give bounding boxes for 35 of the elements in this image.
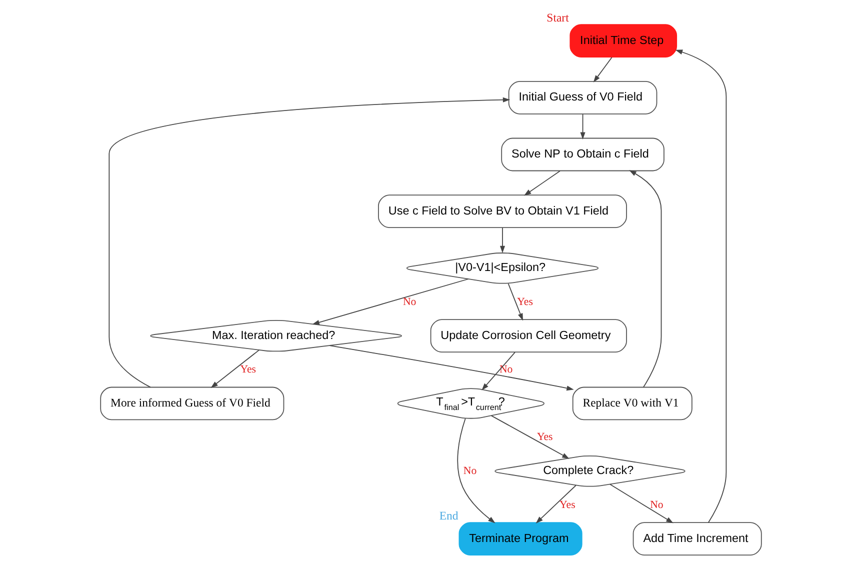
arrow: [580, 114, 586, 140]
edge-label: Yes: [240, 363, 256, 376]
edge-label: Yes: [517, 296, 533, 308]
edge-label: No: [463, 464, 477, 477]
edge-label: No: [650, 498, 664, 511]
node-box: Add Time Increment: [632, 522, 762, 556]
node-label: Start: [546, 11, 569, 24]
node-label: End: [439, 509, 458, 522]
arrow: [457, 418, 496, 524]
arrow: [500, 227, 506, 254]
node-box: Terminate Program: [458, 522, 582, 556]
edge-label: Yes: [560, 498, 576, 511]
arrow: [490, 415, 570, 459]
arrow: [629, 170, 662, 388]
node-box: Update Corrosion Cell Geometry: [430, 319, 627, 352]
node-box: Replace V0 with V1: [572, 386, 692, 420]
edge-label: No: [499, 363, 513, 376]
arrow: [312, 278, 469, 325]
arrow: [508, 283, 523, 321]
arrow: [329, 345, 574, 391]
arrow: [210, 350, 260, 388]
arrow: [482, 352, 516, 390]
node-box: Solve NP to Obtain c Field: [501, 138, 664, 172]
arrow: [609, 484, 674, 524]
edge-label: Yes: [537, 431, 553, 444]
node-box: Initial Guess of V0 Field: [508, 80, 658, 114]
edge-label: No: [402, 296, 416, 308]
arrow: [524, 170, 560, 196]
node-box: More informed Guess of V0 Field: [100, 386, 284, 420]
arrow: [675, 50, 727, 523]
arrow: [593, 56, 612, 82]
arrow: [536, 484, 576, 524]
node-box: Use c Field to Solve BV to Obtain V1 Field: [378, 194, 627, 228]
node-box: Initial Time Step: [570, 24, 678, 58]
arrow: [108, 97, 510, 388]
